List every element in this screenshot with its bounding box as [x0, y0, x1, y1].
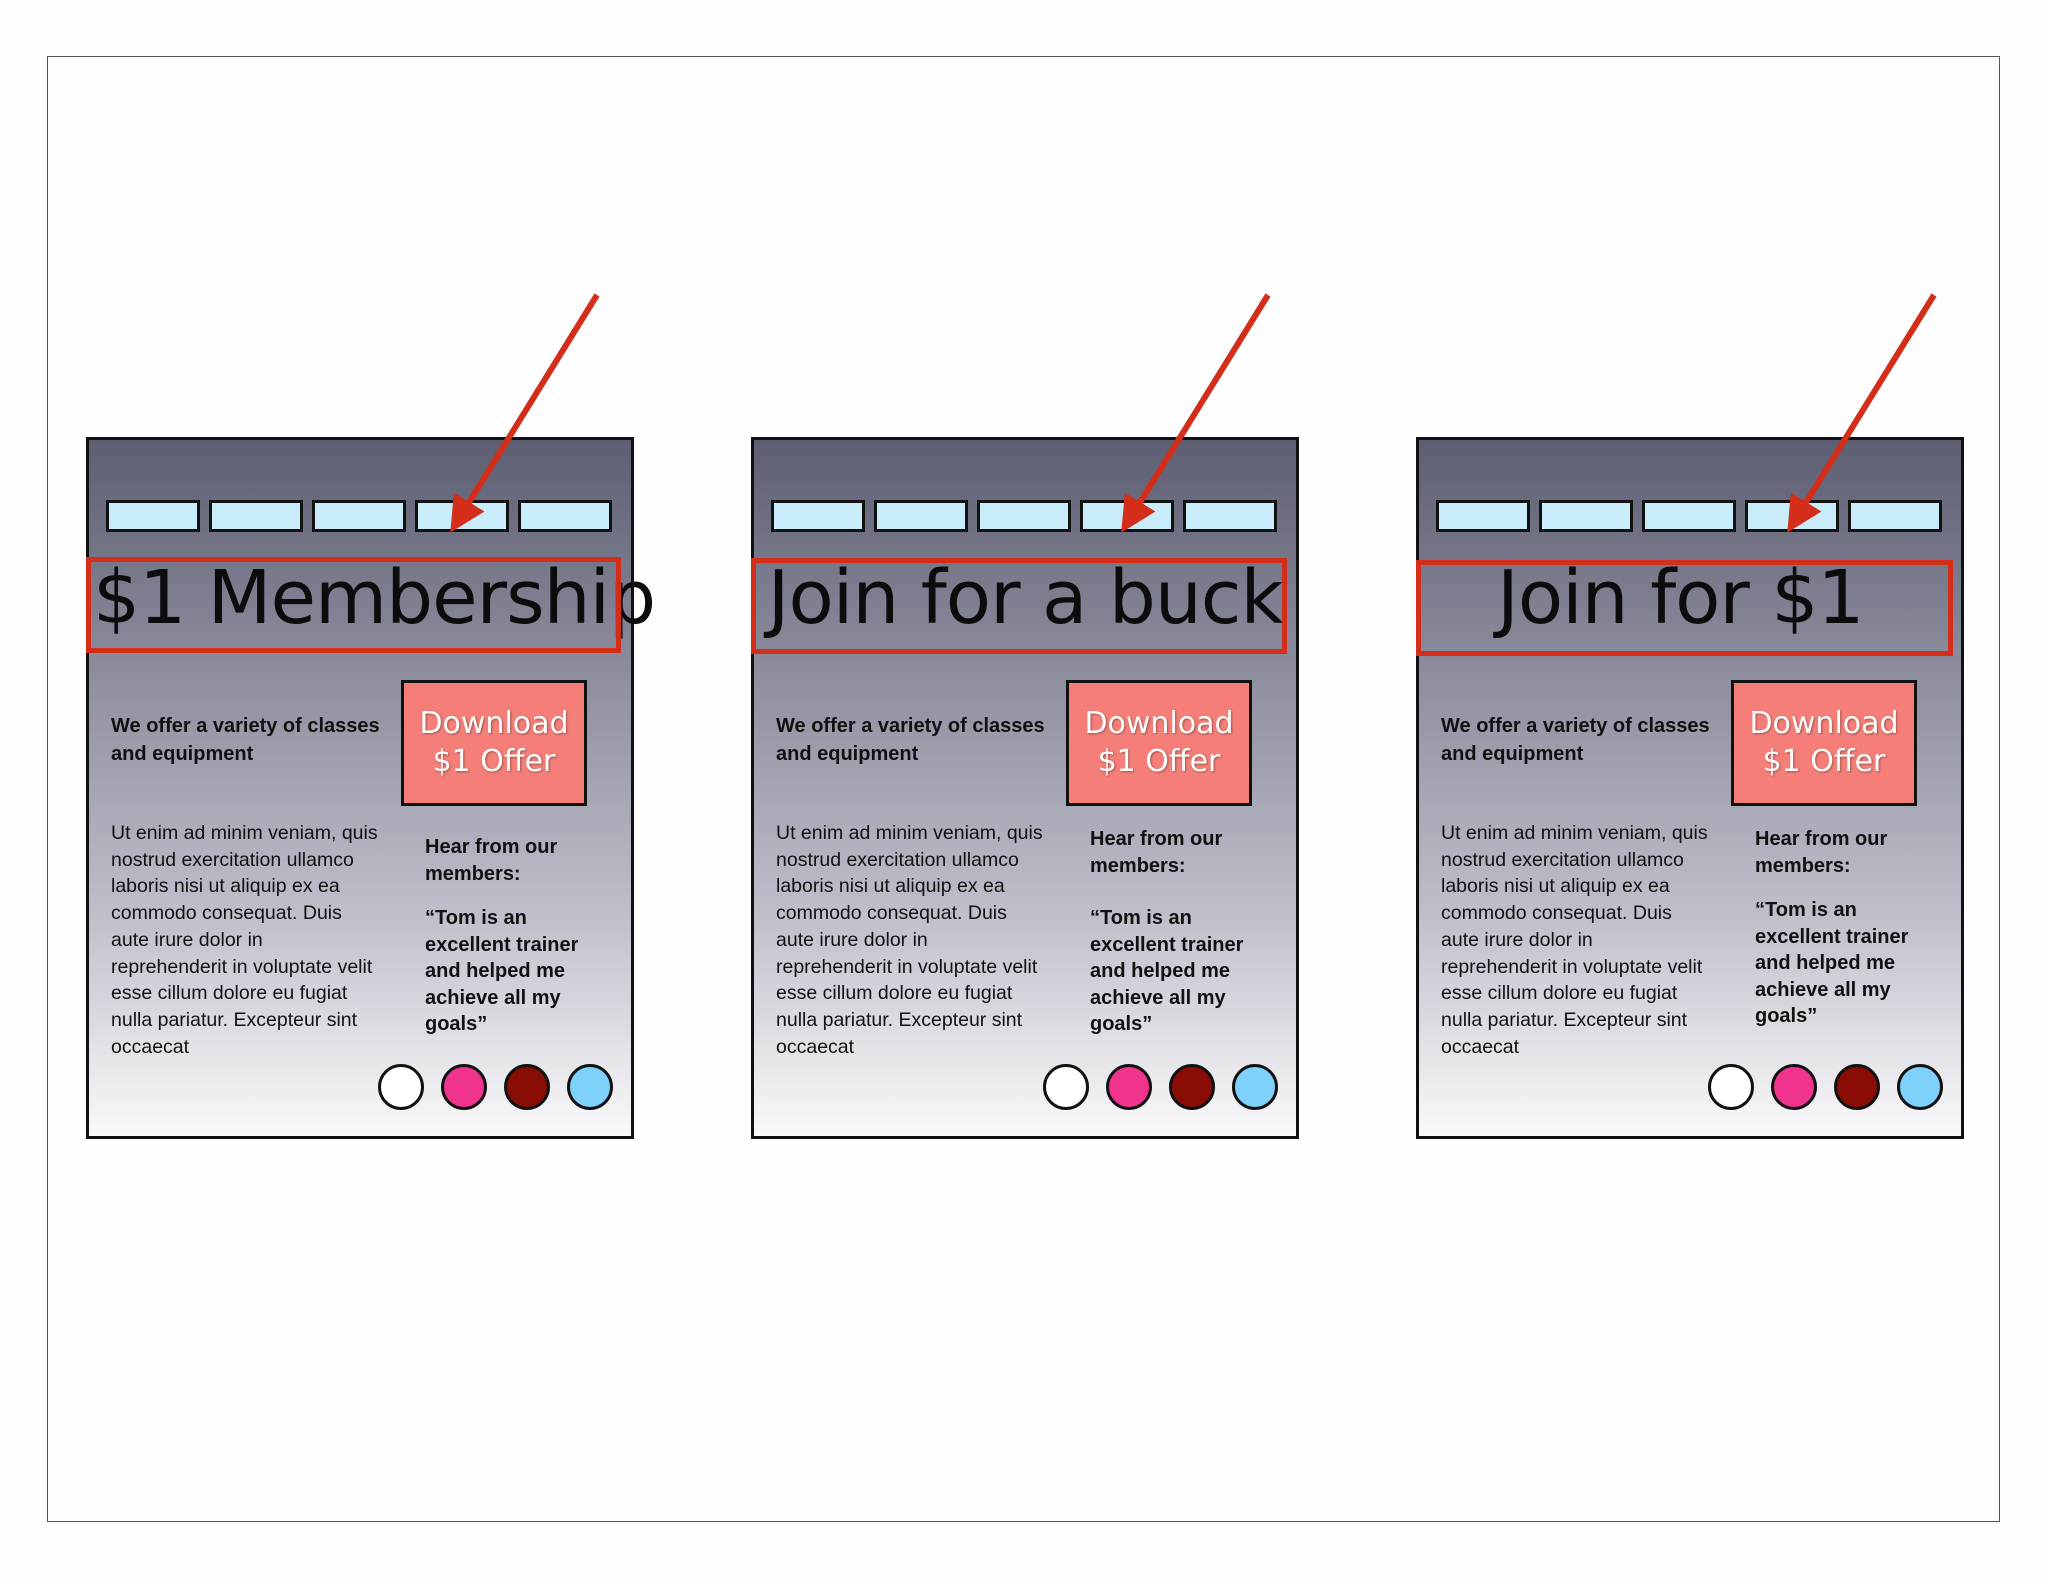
body-text: Ut enim ad minim veniam, quis nostrud ex… [776, 822, 1043, 1058]
nav-tab-2[interactable] [1539, 500, 1633, 532]
swatch-light-blue[interactable] [1897, 1064, 1943, 1110]
headline: Join for a buck [767, 554, 1284, 641]
swatch-maroon[interactable] [504, 1064, 550, 1110]
nav-tab-2[interactable] [874, 500, 968, 532]
headline: $1 Membership [93, 554, 656, 641]
headline-highlight-1 [86, 557, 621, 653]
cta-line-1: Download [1084, 706, 1234, 741]
landing-page-mockup-2: Join for a buck We offer a variety of cl… [751, 437, 1299, 1139]
headline-highlight-3 [1416, 560, 1953, 656]
landing-page-mockup-3: Join for $1 We offer a variety of classe… [1416, 437, 1964, 1139]
color-swatches [1708, 1064, 1958, 1114]
swatch-white[interactable] [1043, 1064, 1089, 1110]
cta-line-2: $1 Offer [432, 744, 556, 779]
intro-text: We offer a variety of classes and equipm… [776, 715, 1045, 765]
swatch-pink[interactable] [1771, 1064, 1817, 1110]
testimonial-heading: Hear from our members: [1755, 828, 1888, 877]
swatch-light-blue[interactable] [567, 1064, 613, 1110]
nav-tab-5[interactable] [1848, 500, 1942, 532]
cta-line-1: Download [1749, 706, 1899, 741]
nav-bar [771, 500, 1281, 532]
intro-text: We offer a variety of classes and equipm… [1441, 715, 1710, 765]
swatch-light-blue[interactable] [1232, 1064, 1278, 1110]
nav-tab-3[interactable] [312, 500, 406, 532]
nav-tab-4[interactable] [1745, 500, 1839, 532]
cta-line-2: $1 Offer [1762, 744, 1886, 779]
download-offer-button[interactable]: Download $1 Offer [1066, 680, 1252, 806]
color-swatches [1043, 1064, 1293, 1114]
swatch-maroon[interactable] [1834, 1064, 1880, 1110]
nav-bar [1436, 500, 1946, 532]
nav-tab-5[interactable] [518, 500, 612, 532]
testimonial-heading: Hear from our members: [425, 836, 558, 885]
nav-tab-1[interactable] [771, 500, 865, 532]
nav-tab-1[interactable] [1436, 500, 1530, 532]
nav-tab-4[interactable] [415, 500, 509, 532]
cta-line-2: $1 Offer [1097, 744, 1221, 779]
download-offer-button[interactable]: Download $1 Offer [401, 680, 587, 806]
headline: Join for $1 [1497, 554, 1865, 641]
testimonial-quote: “Tom is an excellent trainer and helped … [425, 907, 579, 1035]
swatch-pink[interactable] [441, 1064, 487, 1110]
swatch-white[interactable] [378, 1064, 424, 1110]
nav-tab-4[interactable] [1080, 500, 1174, 532]
nav-tab-2[interactable] [209, 500, 303, 532]
testimonial-quote: “Tom is an excellent trainer and helped … [1090, 907, 1244, 1035]
download-offer-button[interactable]: Download $1 Offer [1731, 680, 1917, 806]
body-text: Ut enim ad minim veniam, quis nostrud ex… [111, 822, 378, 1058]
intro-text: We offer a variety of classes and equipm… [111, 715, 380, 765]
headline-highlight-2 [751, 558, 1287, 654]
testimonial-quote: “Tom is an excellent trainer and helped … [1755, 899, 1909, 1027]
swatch-pink[interactable] [1106, 1064, 1152, 1110]
swatch-maroon[interactable] [1169, 1064, 1215, 1110]
landing-page-mockup-1: $1 Membership We offer a variety of clas… [86, 437, 656, 1139]
body-text: Ut enim ad minim veniam, quis nostrud ex… [1441, 822, 1708, 1058]
nav-tab-5[interactable] [1183, 500, 1277, 532]
nav-tab-3[interactable] [977, 500, 1071, 532]
color-swatches [378, 1064, 628, 1114]
testimonial-heading: Hear from our members: [1090, 828, 1223, 877]
nav-tab-3[interactable] [1642, 500, 1736, 532]
cta-line-1: Download [419, 706, 569, 741]
nav-bar [106, 500, 616, 532]
swatch-white[interactable] [1708, 1064, 1754, 1110]
nav-tab-1[interactable] [106, 500, 200, 532]
